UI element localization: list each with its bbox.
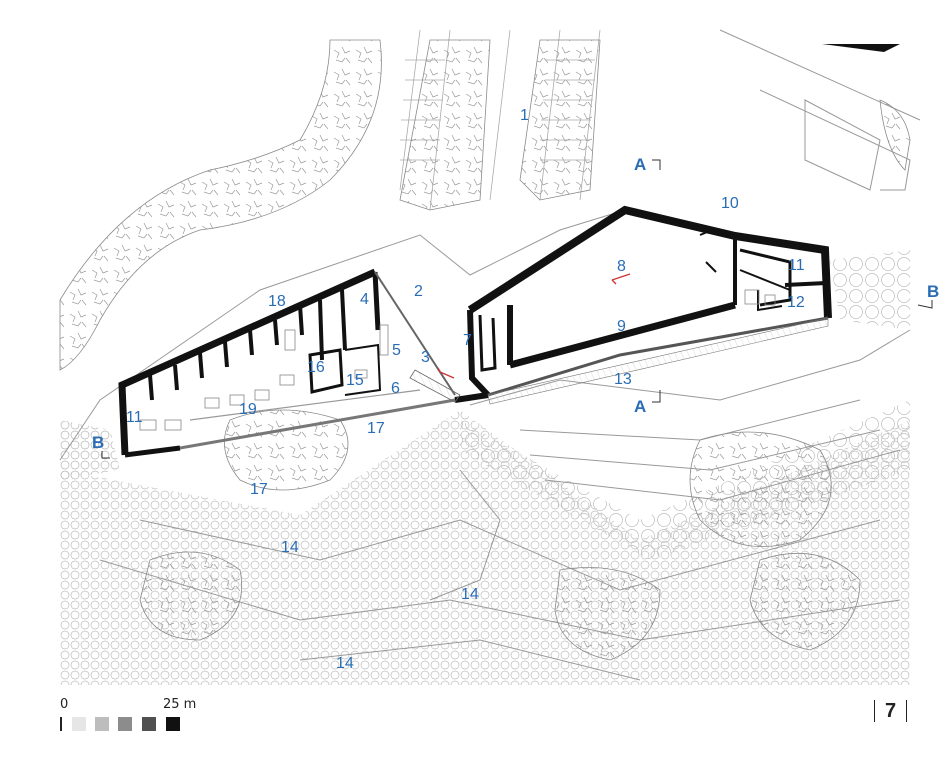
- label-7: 7: [463, 332, 472, 349]
- label-3: 3: [421, 349, 430, 366]
- label-14-a: 14: [281, 539, 299, 556]
- label-8: 8: [617, 258, 626, 275]
- label-13: 13: [614, 371, 632, 388]
- page-number: 7: [874, 700, 908, 722]
- label-9: 9: [617, 318, 626, 335]
- furniture: [139, 289, 776, 431]
- label-11-west: 11: [126, 409, 143, 426]
- section-mark-a-bottom: A: [634, 397, 646, 416]
- label-14-b: 14: [461, 586, 479, 603]
- scale-zero: 0: [60, 697, 68, 712]
- section-mark-b-left: B: [92, 433, 104, 452]
- label-14-c: 14: [336, 655, 354, 672]
- label-2: 2: [414, 283, 423, 300]
- label-17-b: 17: [250, 481, 268, 498]
- section-mark-b-right: B: [927, 282, 939, 301]
- label-16: 16: [307, 359, 325, 376]
- north-arrow: [822, 44, 900, 52]
- building-walls: [118, 268, 456, 458]
- scale-max: 25 m: [163, 697, 196, 712]
- label-17-a: 17: [367, 420, 385, 437]
- red-markers: [437, 273, 631, 379]
- label-11-east: 11: [788, 257, 805, 274]
- building-walls-east: [374, 205, 832, 403]
- label-6: 6: [391, 380, 400, 397]
- label-5: 5: [392, 342, 401, 359]
- site-lines: [59, 29, 921, 681]
- section-mark-a-top: A: [634, 155, 646, 174]
- label-19: 19: [239, 401, 257, 418]
- label-12: 12: [787, 294, 805, 311]
- label-4: 4: [360, 291, 369, 308]
- vegetation: [59, 39, 911, 661]
- label-18: 18: [268, 293, 286, 310]
- label-1: 1: [520, 107, 529, 124]
- label-10: 10: [721, 195, 739, 212]
- label-15: 15: [346, 372, 364, 389]
- ramp-hatching: [409, 317, 829, 405]
- section-marker-lines: [101, 159, 933, 459]
- scale-bar: 0 25 m: [60, 697, 196, 731]
